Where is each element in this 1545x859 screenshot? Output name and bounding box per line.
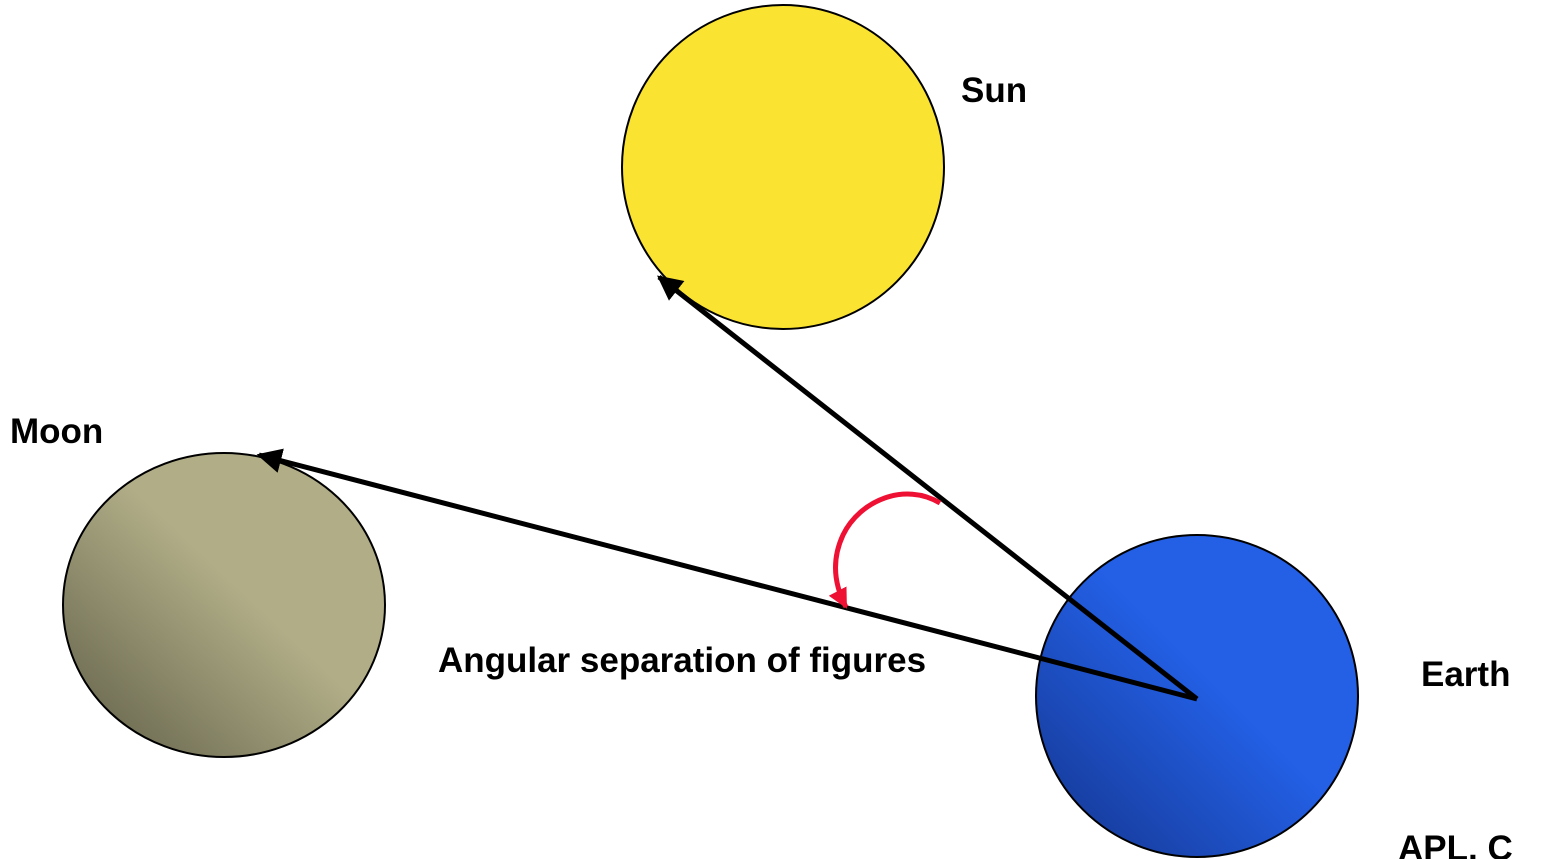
moon-label: Moon: [10, 412, 104, 451]
moon-icon: [62, 452, 386, 758]
angular-separation-label: Angular separation of figures: [437, 641, 927, 680]
earth-to-sun-arrow: [657, 275, 1199, 701]
earth-label: Earth: [1421, 655, 1511, 694]
sun-icon: [621, 4, 945, 330]
angle-arc-arrow: [828, 491, 942, 609]
corner-attribution-fragment: APL, C: [1398, 829, 1513, 859]
sun-label: Sun: [961, 71, 1028, 110]
earth-to-moon-arrow: [256, 448, 1198, 702]
